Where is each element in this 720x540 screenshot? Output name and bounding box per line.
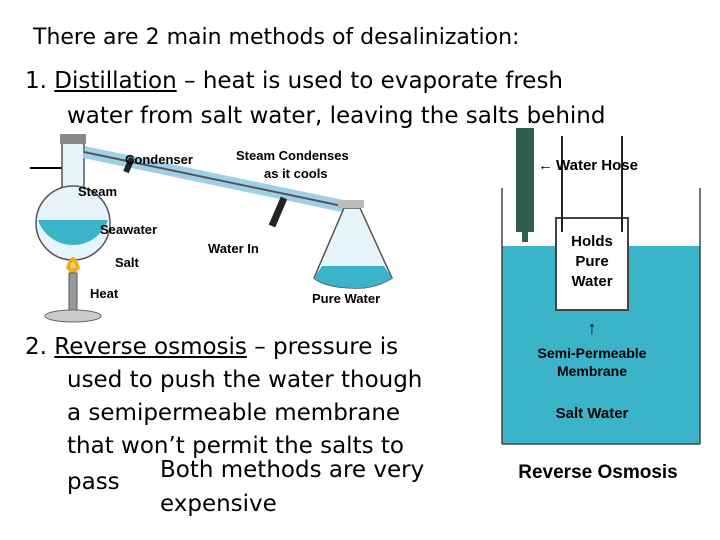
- method1-term: Distillation: [54, 68, 177, 94]
- label-seawater: Seawater: [100, 222, 157, 237]
- distillation-diagram: Condenser Steam Condenses as it cools St…: [30, 134, 393, 323]
- method2-number: 2.: [25, 334, 47, 360]
- label-steam: Steam: [78, 184, 117, 199]
- flask-seawater: [38, 220, 108, 245]
- collection-stopper: [338, 200, 364, 208]
- label-steam-condenses-1: Steam Condenses: [236, 148, 349, 163]
- method2-line2: used to push the water though: [67, 367, 423, 393]
- burner-stem: [68, 272, 78, 314]
- label-membrane-2: Membrane: [557, 363, 627, 379]
- arrow-left-icon: ←: [538, 157, 553, 174]
- method1-line1: 1. Distillation – heat is used to evapor…: [25, 67, 563, 95]
- label-heat: Heat: [90, 286, 119, 301]
- slide-title: There are 2 main methods of desalinizati…: [33, 25, 520, 50]
- label-holds-3: Water: [571, 273, 612, 290]
- method2-line5: pass: [67, 469, 120, 495]
- method1-line1-text: – heat is used to evaporate fresh: [176, 68, 563, 94]
- up-arrow-icon: ↑: [588, 318, 597, 338]
- note-line2: expensive: [160, 491, 277, 517]
- ro-caption: Reverse Osmosis: [518, 462, 678, 483]
- reverse-osmosis-diagram: ← Water Hose Holds Pure Water ↑ Semi-Per…: [501, 128, 701, 483]
- label-water-hose: Water Hose: [556, 157, 638, 174]
- note-line1: Both methods are very: [160, 457, 425, 483]
- flame-core: [70, 262, 76, 268]
- label-holds-1: Holds: [571, 233, 613, 250]
- hose-tip: [522, 232, 528, 242]
- label-condenser: Condenser: [125, 152, 193, 167]
- method2-line4: that won’t permit the salts to: [67, 433, 404, 459]
- method2-line3: a semipermeable membrane: [67, 400, 401, 426]
- label-membrane-1: Semi-Permeable: [538, 345, 647, 361]
- method2-line1-text: – pressure is: [246, 334, 399, 360]
- label-pure-water: Pure Water: [312, 291, 380, 306]
- label-holds-2: Pure: [575, 253, 608, 270]
- label-salt-water: Salt Water: [556, 405, 629, 422]
- water-out-pipe: [123, 156, 135, 174]
- method1-line2: water from salt water, leaving the salts…: [67, 103, 606, 129]
- flask-stopper: [60, 134, 86, 144]
- method2-line1: 2. Reverse osmosis – pressure is: [25, 333, 398, 361]
- label-steam-condenses-2: as it cools: [264, 166, 328, 181]
- method1-number: 1.: [25, 68, 47, 94]
- water-hose: [516, 128, 534, 232]
- burner-base: [44, 309, 102, 323]
- pure-water-tube: [555, 217, 629, 311]
- label-salt: Salt: [115, 255, 140, 270]
- pure-water-fill: [314, 266, 392, 288]
- method2-term: Reverse osmosis: [54, 334, 247, 360]
- water-in-pipe: [268, 196, 288, 228]
- label-water-in: Water In: [208, 241, 259, 256]
